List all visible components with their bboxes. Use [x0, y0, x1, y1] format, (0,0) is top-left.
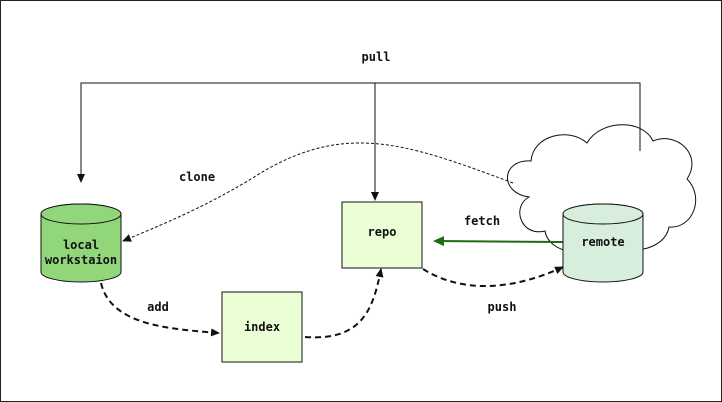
clone-edge: [122, 142, 514, 242]
fetch-label: fetch: [464, 214, 500, 228]
clone-label: clone: [179, 170, 215, 184]
fetch-edge: [433, 236, 564, 247]
push-label: push: [488, 300, 517, 314]
index-label: index: [244, 320, 280, 334]
add-edge: [100, 282, 220, 337]
remote-label: remote: [581, 235, 624, 249]
add-label: add: [147, 300, 169, 314]
remote-node: remote: [562, 203, 644, 283]
repo-node: repo: [341, 201, 423, 269]
local-label-line2: workstaion: [45, 253, 117, 267]
index-to-repo-edge: [304, 268, 384, 339]
index-node: index: [221, 291, 303, 363]
push-edge: [422, 266, 564, 288]
pull-edge: [77, 82, 641, 183]
pull-label: pull: [362, 50, 391, 64]
repo-label: repo: [368, 225, 397, 239]
local-workstation-node: local workstaion: [40, 203, 122, 283]
local-label-line1: local: [63, 238, 99, 252]
